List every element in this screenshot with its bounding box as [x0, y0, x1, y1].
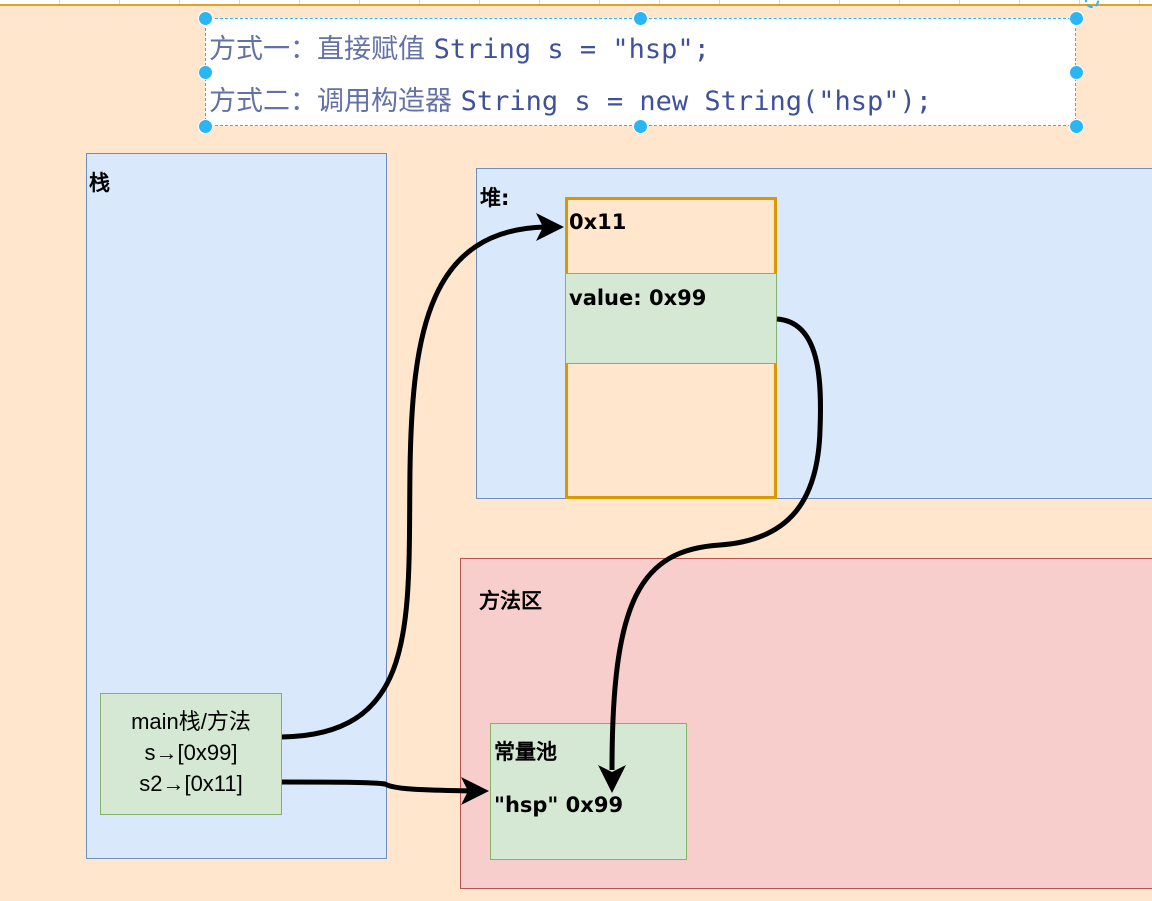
method-area-label: 方法区: [479, 589, 542, 613]
resize-handle-n[interactable]: [633, 11, 648, 26]
note-line-1-label: 方式一：直接赋值: [209, 34, 434, 65]
resize-handle-sw[interactable]: [198, 119, 213, 134]
main-frame-var-s2: s2→[0x11]: [139, 771, 243, 796]
constant-pool-label: 常量池: [494, 740, 557, 764]
resize-handle-nw[interactable]: [198, 11, 213, 26]
resize-handle-w[interactable]: [198, 65, 213, 80]
constant-pool-entry: "hsp" 0x99: [494, 793, 624, 817]
main-frame-title: main栈/方法: [131, 709, 251, 734]
resize-handle-s[interactable]: [633, 119, 648, 134]
note-line-2-code: String s = new String("hsp");: [460, 86, 932, 117]
code-note-textbox[interactable]: 方式一：直接赋值 String s = "hsp"; 方式二：调用构造器 Str…: [205, 18, 1076, 126]
resize-handle-ne[interactable]: [1069, 11, 1084, 26]
heap-object-address: 0x11: [569, 210, 627, 234]
note-line-2: 方式二：调用构造器 String s = new String("hsp");: [209, 79, 932, 118]
resize-handle-e[interactable]: [1069, 65, 1084, 80]
heap-object-value-label: value: 0x99: [569, 286, 707, 310]
main-frame-var-s: s→[0x99]: [144, 740, 238, 765]
main-stack-frame[interactable]: [100, 693, 282, 815]
heap-label: 堆:: [480, 186, 510, 210]
note-line-1-code: String s = "hsp";: [433, 34, 710, 65]
stack-label: 栈: [89, 171, 110, 195]
main-stack-frame-text: main栈/方法 s→[0x99] s2→[0x11]: [100, 706, 282, 799]
top-ruler: [0, 0, 1152, 4]
constant-pool[interactable]: [490, 723, 687, 860]
page-boundary-line: [0, 4, 1152, 6]
note-line-1: 方式一：直接赋值 String s = "hsp";: [209, 27, 710, 66]
rotate-handle-icon[interactable]: [1085, 0, 1099, 8]
note-line-2-label: 方式二：调用构造器: [209, 86, 461, 117]
resize-handle-se[interactable]: [1069, 119, 1084, 134]
